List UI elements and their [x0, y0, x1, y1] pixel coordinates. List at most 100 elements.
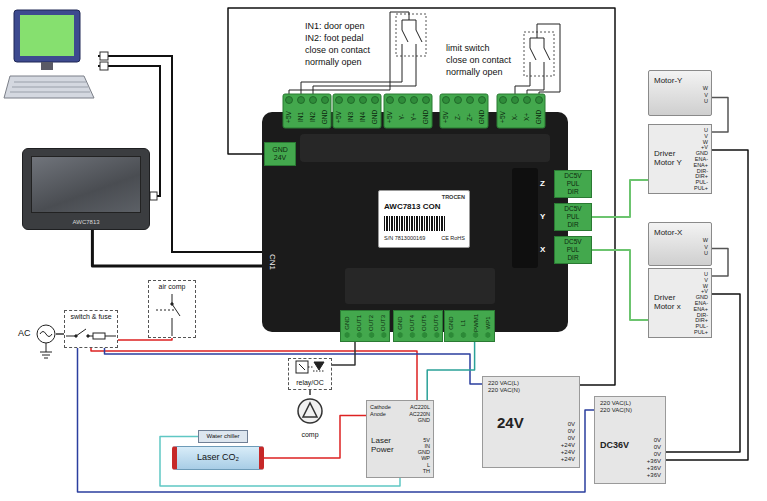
controller-board: CN1AWC7813 CONTROCENS/N 7813000169CE RoH… — [262, 112, 568, 332]
device-name: Motor-X — [654, 229, 682, 238]
wire — [105, 348, 483, 384]
relay-symbol — [308, 367, 325, 371]
panel-model: AWC7813 — [72, 219, 99, 226]
device-name: Motor-Y — [654, 77, 682, 86]
computer-icon — [41, 62, 53, 70]
pin-label: GND — [344, 316, 351, 329]
terminal-screw — [443, 97, 450, 104]
pin-cell: OUT6 — [430, 311, 442, 341]
pin-label: +24V — [561, 442, 575, 449]
terminal-block: DC5VPULDIR — [554, 203, 592, 231]
pin-label: IN3 — [347, 112, 354, 122]
wire — [592, 250, 648, 320]
power-supply: 220 VAC(L)220 VAC(N)DC36V0V0V0V+36V+36V+… — [594, 396, 666, 484]
motor-driver: Driver Motor xUVW+VGNDENA-ENA+DIR-DIR+PU… — [648, 268, 712, 338]
relay-symbol — [296, 361, 325, 373]
terminal-screw — [536, 97, 543, 104]
terminal-screw — [348, 97, 355, 104]
axis-connector: Z DC5VPULDIR — [540, 170, 592, 198]
device-name: relay/OC — [296, 379, 324, 387]
ac-source-symbol — [40, 343, 52, 358]
pin-label: WP1 — [485, 316, 492, 329]
pin-label: 0V — [654, 437, 661, 444]
pin-label: W — [703, 85, 708, 92]
terminal-screw — [372, 97, 379, 104]
input-switch-symbol — [524, 32, 554, 76]
terminal-screw — [310, 97, 317, 104]
side-label: CN1 — [268, 254, 277, 270]
terminal-screw — [524, 97, 531, 104]
pin-cell: L1 — [457, 311, 469, 341]
controller-housing — [345, 268, 495, 304]
pin-label: +24V — [561, 456, 575, 463]
pin-cell: GND — [445, 311, 457, 341]
terminal-screws — [394, 331, 442, 339]
terminal-screw — [298, 97, 305, 104]
wire — [78, 348, 595, 492]
annotation: close on contact — [305, 46, 370, 56]
terminal-column: UVW+VGNDENA-ENA+DIR-DIR+PUL-PUL+ — [693, 128, 708, 192]
pin-label: WP — [421, 455, 430, 461]
switch-fuse-symbol — [93, 333, 105, 339]
pin-label: GND — [371, 110, 378, 124]
pin-label: +24V — [561, 449, 575, 456]
terminal-screw — [360, 97, 367, 104]
pin-label: L1 — [460, 320, 467, 327]
controller-housing — [262, 112, 568, 332]
pin-label: AC220L — [410, 404, 430, 411]
pin-label: OUT4 — [409, 315, 416, 331]
terminal-column: 5VINGNDWPLTH — [418, 437, 430, 474]
annotation: IN2: foot pedal — [305, 34, 364, 44]
pin-label: PUL — [567, 213, 580, 221]
terminal-column: 0V0V0V+36V+36V+36V — [647, 437, 661, 479]
pin-label: +5V — [499, 111, 506, 123]
device-name: switch & fuse — [70, 313, 111, 321]
terminal-block — [497, 94, 545, 128]
pin-label: +36V — [647, 472, 661, 479]
axis-label: Z — [540, 180, 545, 189]
annotation: normally open — [305, 58, 362, 68]
terminal-column: 220 VAC(L)220 VAC(N) — [600, 400, 632, 414]
stepper-motor: Motor-XWVU — [648, 222, 712, 266]
pin-label: +5V — [386, 111, 393, 123]
terminal-screws — [341, 331, 389, 339]
pin-label: +5V — [285, 111, 292, 123]
pin-cell: PWM1 — [470, 311, 482, 341]
switch-fuse-symbol — [66, 329, 116, 336]
annotation: close on contact — [446, 56, 511, 66]
ac-source-symbol — [37, 325, 55, 343]
pin-label: X- — [511, 114, 518, 121]
wire — [160, 437, 400, 487]
compressor: comp — [288, 395, 332, 441]
laser-power-supply: CathodeAnodeAC220LAC220NGNDLaser Power5V… — [366, 400, 434, 478]
pin-cell: OUT3 — [377, 311, 389, 341]
pin-label: TH — [423, 468, 430, 474]
terminal-block: DC5VPULDIR — [554, 170, 592, 198]
air-comp-switch-symbol — [171, 303, 173, 305]
input-switch-symbol — [527, 38, 550, 94]
pin-label: IN4 — [359, 112, 366, 122]
axis-label: X — [540, 246, 545, 255]
pin-label: GND — [478, 110, 485, 124]
terminal-screws — [445, 331, 494, 339]
pin-cell: OUT5 — [418, 311, 430, 341]
ac-source: AC — [18, 323, 56, 345]
terminal-block — [384, 94, 432, 128]
pin-label: W — [703, 237, 708, 244]
relay-box: relay/OC — [288, 358, 332, 390]
terminal-column: 220 VAC(L)220 VAC(N) — [488, 380, 520, 394]
output-connector: GNDOUT1OUT2OUT3 — [340, 310, 390, 342]
input-switch-symbol — [313, 20, 422, 94]
pin-label: DIR — [567, 254, 578, 262]
brand-name: TROCEN — [442, 194, 465, 200]
hmi-screen — [31, 156, 141, 213]
input-switch-symbol — [289, 12, 560, 94]
switch-fuse-box: switch & fuse — [64, 310, 118, 348]
pin-label: IN — [425, 443, 431, 449]
pin-label: X+ — [523, 113, 530, 121]
pin-label: PUL+ — [694, 330, 708, 336]
usb-plug — [100, 62, 108, 70]
controller-housing — [300, 134, 550, 162]
laser-tube: Laser CO₂ — [172, 446, 264, 470]
